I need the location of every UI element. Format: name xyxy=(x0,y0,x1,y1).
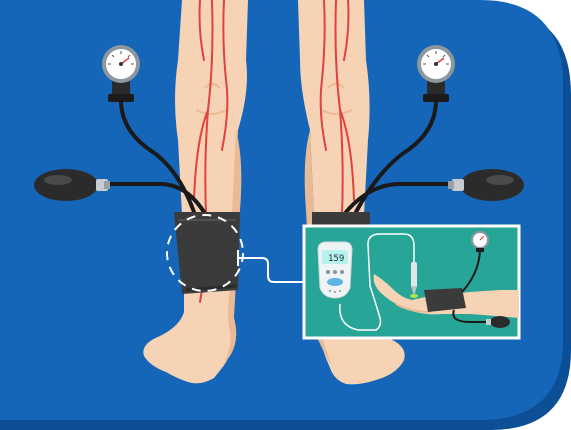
doppler-device: 159 xyxy=(318,242,352,298)
background-panel xyxy=(0,0,563,420)
right-cuff xyxy=(312,212,370,226)
doppler-reading: 159 xyxy=(328,254,344,264)
